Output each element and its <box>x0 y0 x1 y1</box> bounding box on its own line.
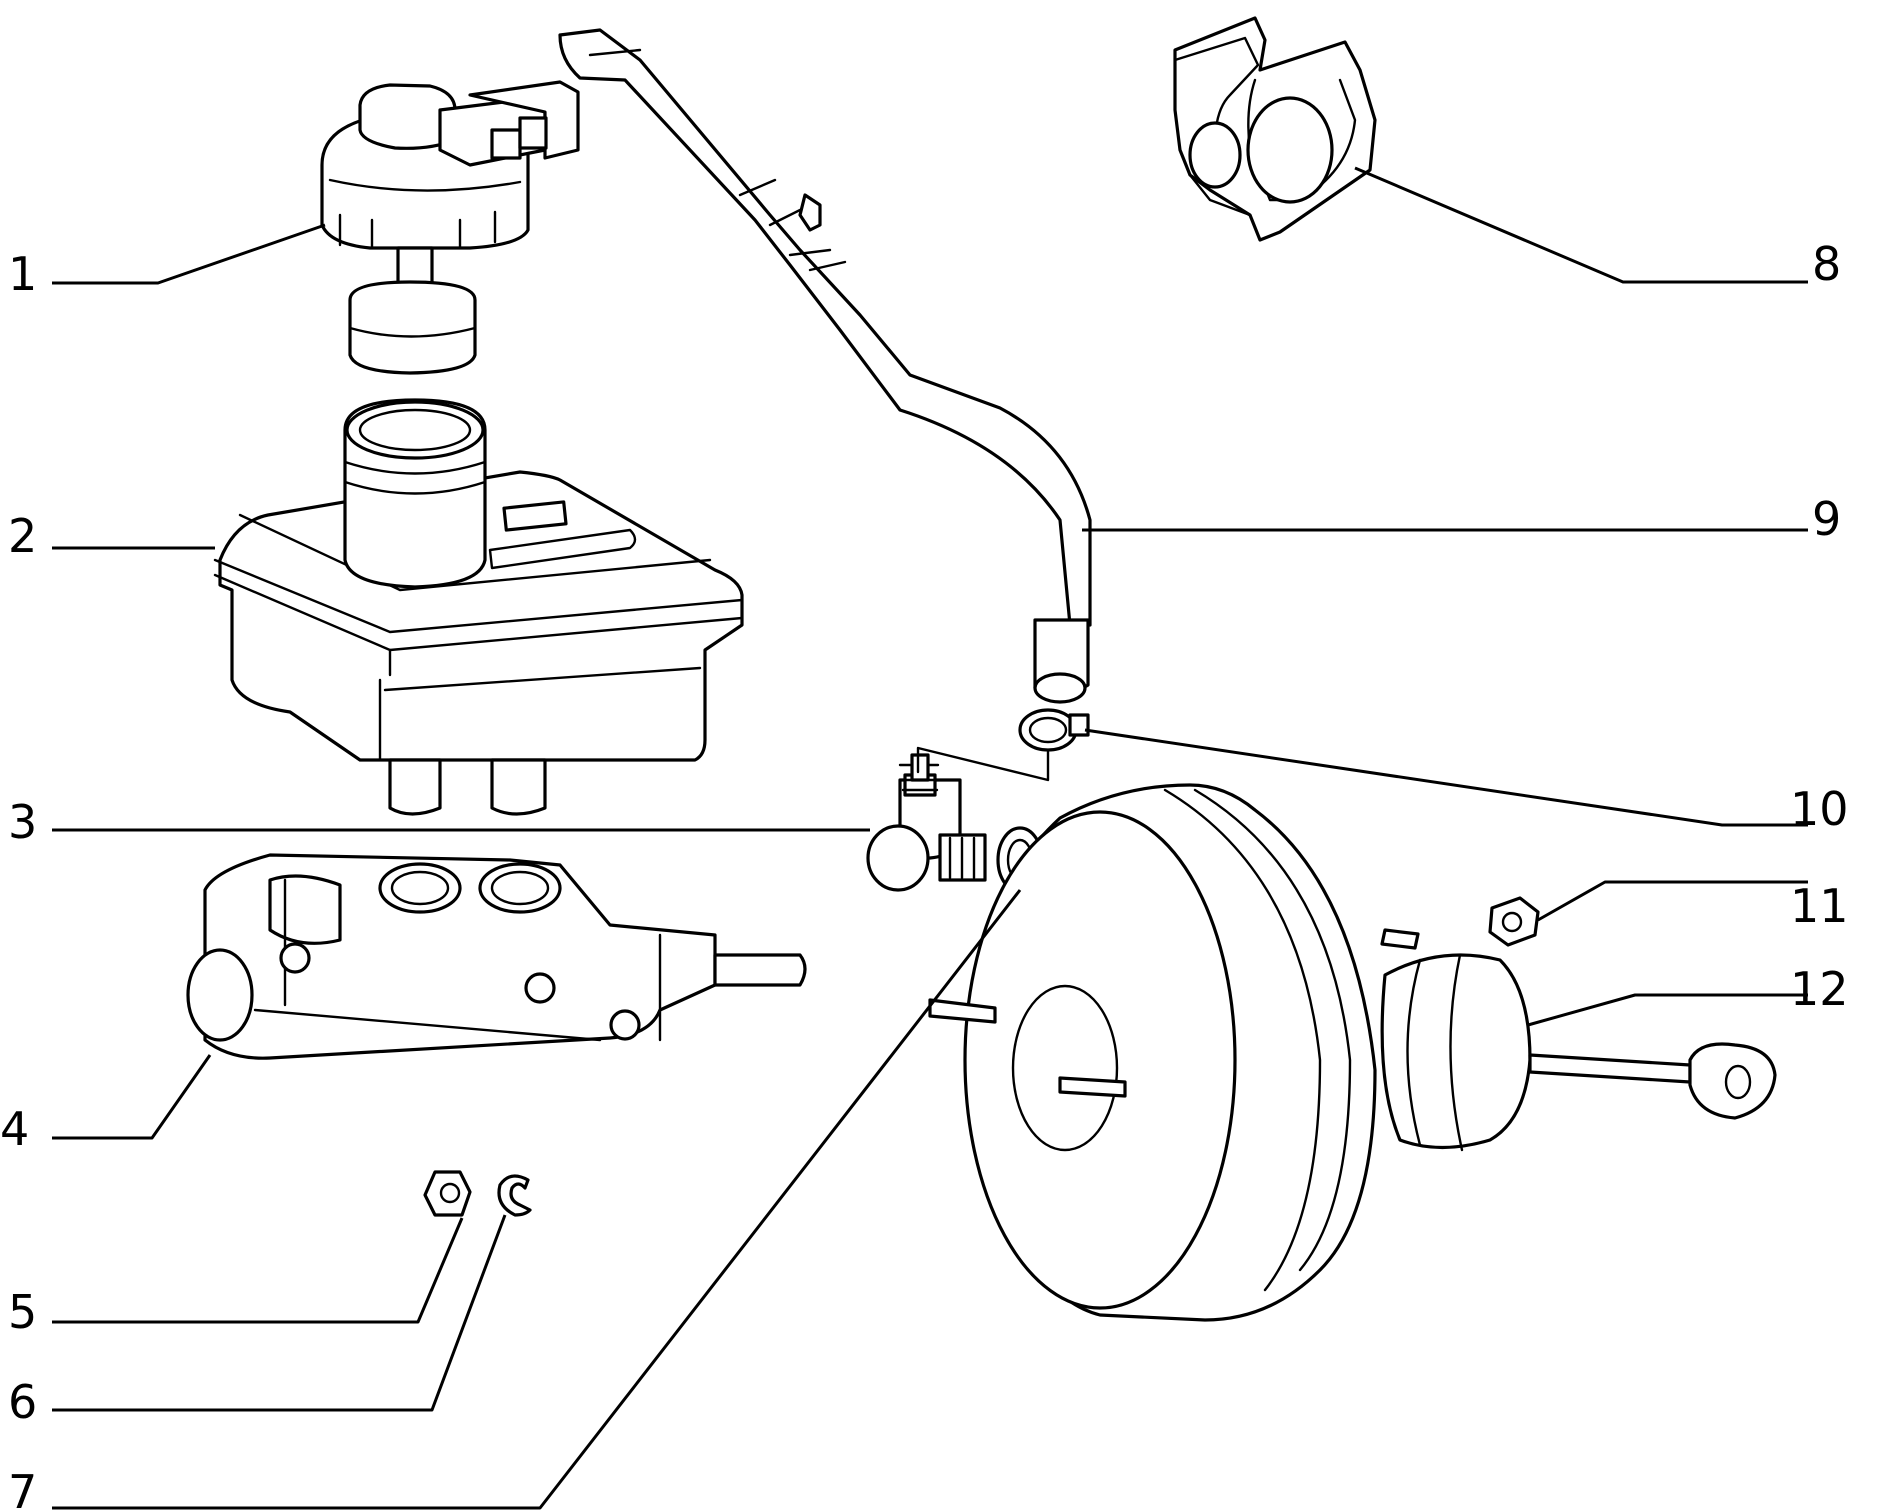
check-valve-bracket <box>916 746 1050 782</box>
part-4-master-cylinder <box>186 853 807 1060</box>
callout-5: 5 <box>8 1285 37 1339</box>
part-9-vacuum-hose <box>558 28 1092 704</box>
callout-10: 10 <box>1790 782 1849 836</box>
leader-12 <box>1527 993 1808 1027</box>
leader-11 <box>1537 880 1808 922</box>
callout-12: 12 <box>1790 962 1849 1016</box>
callout-8: 8 <box>1812 237 1841 291</box>
part-12-brake-booster <box>928 783 1777 1322</box>
callout-2: 2 <box>8 509 37 563</box>
callout-4: 4 <box>0 1102 29 1156</box>
callout-labels: 1 2 3 4 5 6 7 8 9 10 11 12 <box>0 237 1849 1512</box>
part-5-nut <box>423 1170 472 1217</box>
leader-8 <box>1354 166 1808 284</box>
part-1-reservoir-cap <box>320 80 580 375</box>
callout-9: 9 <box>1812 492 1841 546</box>
part-8-hose-clip <box>1173 16 1377 242</box>
part-10-hose-clamp <box>1018 708 1090 752</box>
leader-1 <box>52 223 326 285</box>
part-11-nut <box>1488 896 1540 947</box>
part-3-elbow-fitting <box>866 753 987 892</box>
leader-4 <box>52 1054 212 1140</box>
callout-3: 3 <box>8 795 37 849</box>
callout-6: 6 <box>8 1375 37 1429</box>
part-6-lock-washer <box>497 1174 532 1217</box>
leader-6 <box>52 1214 507 1412</box>
leader-7 <box>52 889 1022 1510</box>
part-2-fluid-reservoir <box>213 398 744 816</box>
leader-10 <box>1084 728 1808 827</box>
callout-1: 1 <box>8 247 37 301</box>
leader-5 <box>52 1217 464 1324</box>
callout-11: 11 <box>1790 879 1849 933</box>
callout-7: 7 <box>8 1465 37 1512</box>
leader-lines <box>52 166 1808 1510</box>
